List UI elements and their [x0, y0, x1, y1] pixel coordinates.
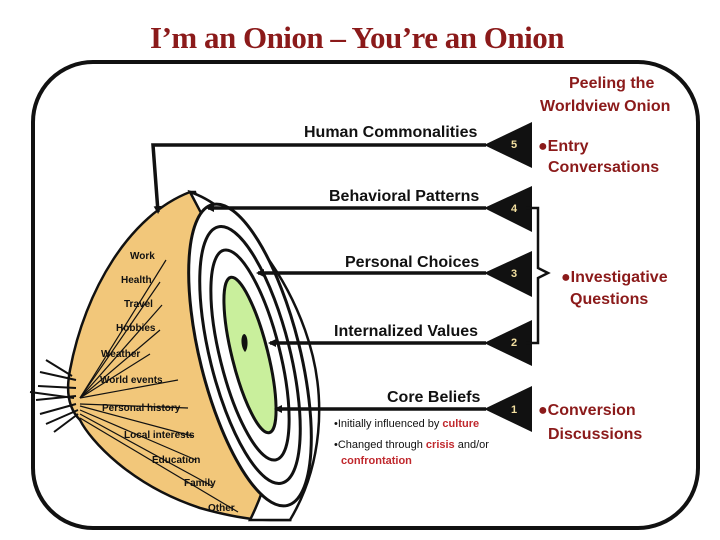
marker-5: [484, 122, 532, 168]
note-line-1: •Initially influenced by culture: [334, 418, 479, 430]
outer-label-world-events: World events: [100, 375, 163, 386]
side-group-conversion-line-1: ●Conversion: [538, 402, 636, 419]
layer-label-core-beliefs: Core Beliefs: [387, 389, 480, 406]
diagram-frame: [31, 60, 700, 530]
layer-number-5: 5: [511, 139, 517, 151]
outer-label-local-interests: Local interests: [124, 430, 195, 441]
outer-label-education: Education: [152, 455, 200, 466]
slide-title: I’m an Onion – You’re an Onion: [150, 20, 564, 55]
marker-3: [484, 251, 532, 297]
note-line-2: •Changed through crisis and/or: [334, 439, 489, 451]
investigative-bracket: [526, 206, 551, 345]
side-group-conversion-line-2: Discussions: [548, 426, 642, 443]
layer-label-internalized-values: Internalized Values: [334, 323, 478, 340]
layer-number-4: 4: [511, 203, 518, 215]
arrow-layer-5: [151, 143, 486, 214]
outer-label-hobbies: Hobbies: [116, 323, 156, 334]
side-heading-line-1: Peeling the: [569, 75, 654, 92]
core-beliefs-notes: •Initially influenced by culture •Change…: [334, 418, 489, 467]
onion-illustration: [29, 189, 321, 522]
layer-label-behavioral-patterns: Behavioral Patterns: [329, 188, 479, 205]
onion-seed: [241, 334, 248, 352]
side-group-investigative-line-1: ●Investigative: [561, 269, 668, 286]
layer-number-1: 1: [511, 404, 517, 416]
outer-label-personal-history: Personal history: [102, 403, 181, 414]
outer-label-leaders: [79, 259, 239, 513]
marker-1: [484, 386, 532, 432]
outer-label-weather: Weather: [101, 349, 140, 360]
layer-label-personal-choices: Personal Choices: [345, 254, 479, 271]
layer-number-3: 3: [511, 268, 517, 280]
layer-label-human-commonalities: Human Commonalities: [304, 124, 477, 141]
layer-number-markers: [484, 122, 532, 432]
outer-label-health: Health: [121, 275, 152, 286]
side-group-entry-line-1: ●Entry: [538, 138, 589, 155]
side-heading-line-2: Worldview Onion: [540, 98, 670, 115]
outer-label-other: Other: [208, 503, 235, 514]
outer-label-work: Work: [130, 251, 155, 262]
note-line-3: confrontation: [341, 455, 412, 467]
onion-core: [222, 275, 278, 435]
layer-number-2: 2: [511, 337, 517, 349]
outer-label-travel: Travel: [124, 299, 153, 310]
marker-4: [484, 186, 532, 232]
side-group-investigative-line-2: Questions: [570, 291, 648, 308]
onion-root-tuft: [29, 359, 79, 433]
layer-arrows: [151, 143, 486, 413]
marker-2: [484, 320, 532, 366]
side-group-entry-line-2: Conversations: [548, 159, 659, 176]
outer-label-family: Family: [184, 478, 216, 489]
